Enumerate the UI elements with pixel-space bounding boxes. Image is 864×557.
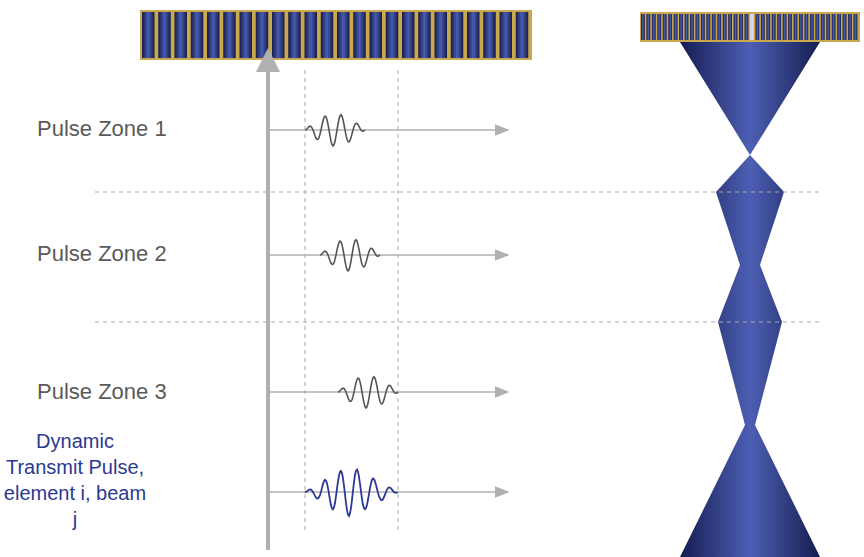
array-element	[175, 12, 188, 58]
array-element	[777, 14, 781, 40]
zone-label: Pulse Zone 2	[37, 241, 167, 267]
array-element	[854, 14, 858, 40]
array-element	[805, 14, 809, 40]
array-element	[712, 14, 716, 40]
array-element	[701, 14, 705, 40]
array-element	[679, 14, 683, 40]
array-element	[728, 14, 732, 40]
array-element	[207, 12, 220, 58]
array-element	[821, 14, 825, 40]
time-marker	[398, 70, 399, 530]
array-element	[663, 14, 667, 40]
array-element	[723, 14, 727, 40]
array-element	[467, 12, 480, 58]
array-element	[418, 12, 431, 58]
array-element	[794, 14, 798, 40]
array-element	[483, 12, 496, 58]
array-element	[668, 14, 672, 40]
array-element	[353, 12, 366, 58]
transducer-array	[140, 10, 532, 60]
pulse-waveform	[338, 377, 398, 408]
array-element	[657, 14, 661, 40]
array-element	[223, 12, 236, 58]
zone-label: Pulse Zone 3	[37, 379, 167, 405]
array-element	[674, 14, 678, 40]
zone-divider	[95, 192, 820, 193]
array-element	[272, 12, 285, 58]
array-backing	[140, 10, 532, 60]
dynamic-pulse-waveform	[305, 470, 398, 516]
array-element	[826, 14, 830, 40]
array-element	[256, 12, 269, 58]
array-element	[750, 14, 754, 40]
time-marker	[305, 70, 306, 530]
array-element	[745, 14, 749, 40]
array-element	[734, 14, 738, 40]
array-element	[766, 14, 770, 40]
transducer-array-small	[640, 12, 860, 42]
array-element	[386, 12, 399, 58]
zone-divider	[95, 322, 820, 323]
array-element	[837, 14, 841, 40]
array-element	[402, 12, 415, 58]
array-element	[696, 14, 700, 40]
array-element	[652, 14, 656, 40]
array-element	[142, 12, 155, 58]
array-element	[685, 14, 689, 40]
array-element	[240, 12, 253, 58]
depth-axis	[266, 52, 270, 550]
time-axis	[268, 391, 508, 393]
beam-profile	[680, 42, 820, 557]
array-element	[500, 12, 513, 58]
array-element	[799, 14, 803, 40]
array-element	[815, 14, 819, 40]
array-element	[690, 14, 694, 40]
time-axis	[268, 254, 508, 256]
array-element	[435, 12, 448, 58]
array-element	[646, 14, 650, 40]
array-element	[641, 14, 645, 40]
array-element	[370, 12, 383, 58]
time-axis	[268, 491, 508, 493]
array-element	[761, 14, 765, 40]
array-element	[739, 14, 743, 40]
array-element	[158, 12, 171, 58]
array-element	[191, 12, 204, 58]
pulse-label: Dynamic Transmit Pulse, element i, beam …	[0, 428, 150, 532]
array-element	[832, 14, 836, 40]
array-element	[321, 12, 334, 58]
zone-label: Pulse Zone 1	[37, 116, 167, 142]
pulse-waveform	[320, 240, 380, 271]
array-element	[810, 14, 814, 40]
array-element	[772, 14, 776, 40]
array-backing	[640, 12, 860, 42]
array-element	[755, 14, 759, 40]
array-element	[783, 14, 787, 40]
array-element	[717, 14, 721, 40]
array-element	[843, 14, 847, 40]
pulse-waveform	[305, 115, 365, 146]
array-element	[451, 12, 464, 58]
array-element	[288, 12, 301, 58]
array-element	[516, 12, 529, 58]
array-element	[788, 14, 792, 40]
array-element	[848, 14, 852, 40]
array-element	[305, 12, 318, 58]
time-axis	[268, 129, 508, 131]
array-element	[337, 12, 350, 58]
array-element	[706, 14, 710, 40]
